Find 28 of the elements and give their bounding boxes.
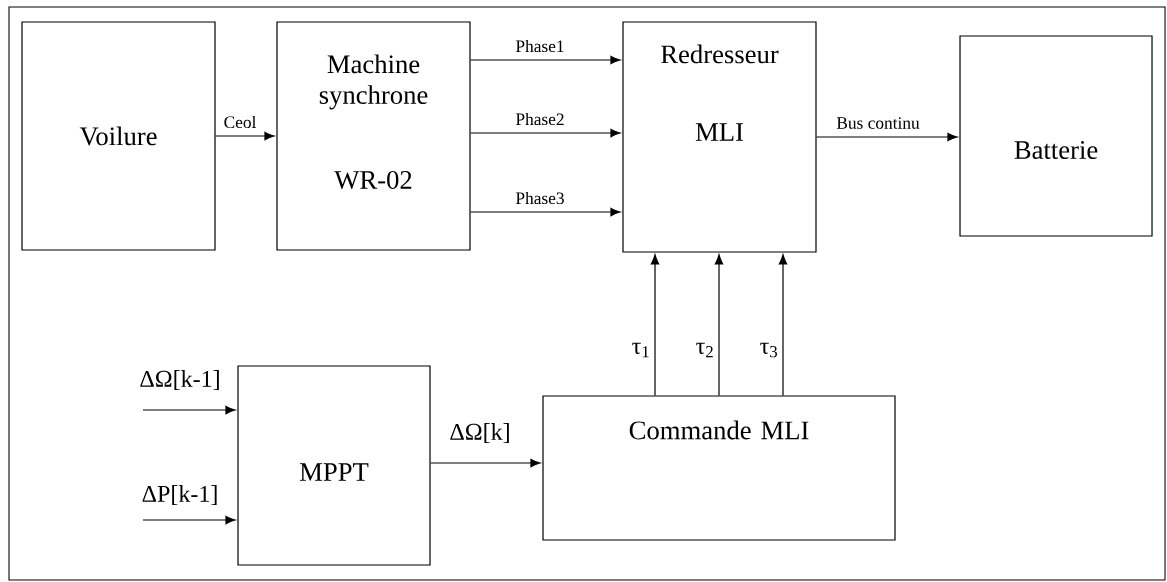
block-box: Commande MLI: [542, 395, 896, 541]
block-box: MPPT: [237, 365, 431, 566]
edge-label: ΔΩ[k-1]: [138, 368, 222, 392]
edge-label: τ$_{1}$: [630, 341, 652, 359]
arrow: [650, 254, 660, 396]
edge-label: τ$_{3}$: [758, 341, 780, 359]
arrow: [142, 405, 236, 415]
arrow: [470, 55, 621, 65]
edge-label: ΔP[k-1]: [140, 483, 220, 507]
arrow: [142, 515, 236, 525]
edge-label: Phase1: [514, 38, 566, 54]
block-box: Machine synchrone WR-02: [276, 21, 471, 251]
arrow: [778, 254, 788, 396]
arrow: [714, 254, 724, 396]
block-box: Voilure: [21, 21, 216, 251]
block-box: Batterie: [959, 35, 1153, 237]
edge-label: Phase3: [514, 190, 566, 206]
arrow: [470, 128, 621, 138]
edge-label: Ceol: [222, 114, 258, 130]
block-box: Redresseur MLI: [622, 21, 817, 253]
arrow: [215, 131, 275, 141]
edge-label: Bus continu: [835, 115, 921, 131]
edge-label: τ$_{2}$: [694, 341, 716, 359]
arrow: [430, 458, 541, 468]
edge-label: ΔΩ[k]: [448, 421, 512, 445]
edge-label: Phase2: [514, 111, 566, 127]
arrow: [470, 207, 621, 217]
arrow: [816, 132, 958, 142]
